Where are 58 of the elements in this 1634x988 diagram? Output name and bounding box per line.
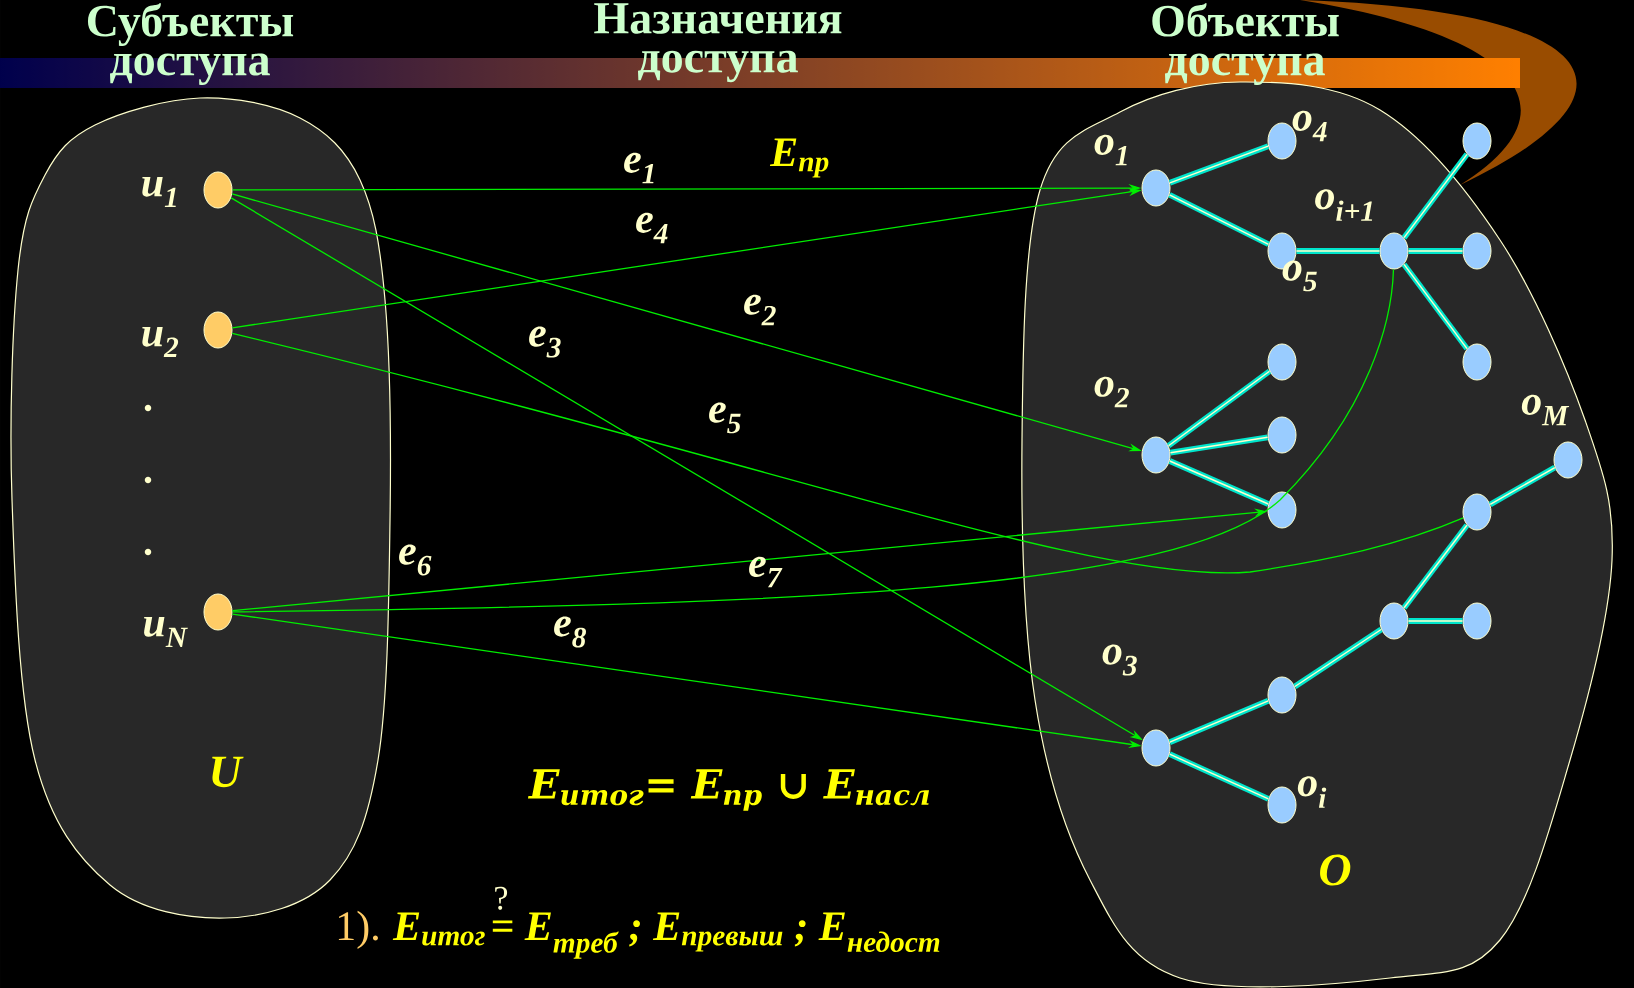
connector-line (1293, 627, 1383, 689)
connector-line (1168, 192, 1270, 247)
edge-label: e$_{8}$ (554, 616, 586, 648)
set-label: E$_{пр}$ (769, 138, 829, 178)
formula: E$_{итог}$ (392, 912, 485, 946)
node-label: o$_{M}$ (1521, 394, 1570, 426)
node-label: o$_{5}$ (1282, 260, 1317, 292)
edge-label: e$_{5}$ (709, 402, 741, 434)
connector-line (1166, 368, 1272, 449)
formula: E$_{итог}$= E$_{пр}$ ∪ E$_{насл}$ (527, 769, 930, 811)
connector-line (1401, 523, 1470, 610)
formula: = E$_{треб}$ ; E$_{превыш}$ ; E$_{недост}$ (492, 912, 940, 959)
connector-line (1407, 248, 1464, 254)
node-label: Объекты доступа (1152, 3, 1339, 86)
connector-line (1168, 143, 1270, 186)
connector-line (231, 268, 1395, 613)
ellipsis-dot: . (144, 476, 152, 484)
object-circle (1462, 602, 1492, 640)
connector-line (1168, 751, 1270, 802)
object-circle (1267, 676, 1297, 714)
edge-label: e$_{3}$ (529, 326, 561, 358)
node-label: o$_{2}$ (1094, 376, 1129, 408)
object-circle (1267, 343, 1297, 381)
connector-line (1168, 698, 1270, 745)
connector-line (231, 332, 1464, 574)
connector-line (1295, 248, 1381, 254)
node-label: Субъекты доступа (87, 3, 294, 86)
node-label: o$_{3}$ (1102, 644, 1137, 676)
object-circle (1462, 122, 1492, 160)
connector-line (1401, 262, 1470, 351)
edge-label: e$_{6}$ (399, 544, 432, 576)
edge-label: e$_{1}$ (624, 152, 654, 184)
column-heading: Назначения доступа (594, 3, 842, 83)
question-mark: ? (495, 886, 508, 910)
node-label: o$_{i+1}$ (1315, 189, 1373, 221)
ellipsis-dot: . (144, 548, 152, 556)
node-label: o$_{4}$ (1292, 110, 1327, 142)
node-label: o$_{1}$ (1094, 134, 1127, 166)
ellipsis-dot: . (144, 404, 152, 412)
object-circle (1267, 491, 1297, 529)
object-circle (1379, 602, 1409, 640)
connector-line (1488, 465, 1557, 507)
edge-label: e$_{2}$ (744, 294, 776, 326)
node-label: u$_{1}$ (142, 176, 176, 208)
node-label: u$_{N}$ (144, 617, 188, 647)
connector-line (1168, 458, 1270, 507)
object-circle (1462, 493, 1492, 531)
connector-line (1169, 434, 1269, 456)
object-circle (1267, 416, 1297, 454)
connector-line (1401, 152, 1470, 240)
node-label: u$_{2}$ (142, 326, 179, 358)
connector-line (1407, 618, 1464, 624)
object-circle (1462, 232, 1492, 270)
edge-label: e$_{4}$ (636, 212, 668, 244)
object-circle (1462, 343, 1492, 381)
node-label: o$_{i}$ (1297, 776, 1327, 808)
edge-label: e$_{7}$ (749, 556, 783, 588)
formula: 1). (338, 910, 378, 949)
